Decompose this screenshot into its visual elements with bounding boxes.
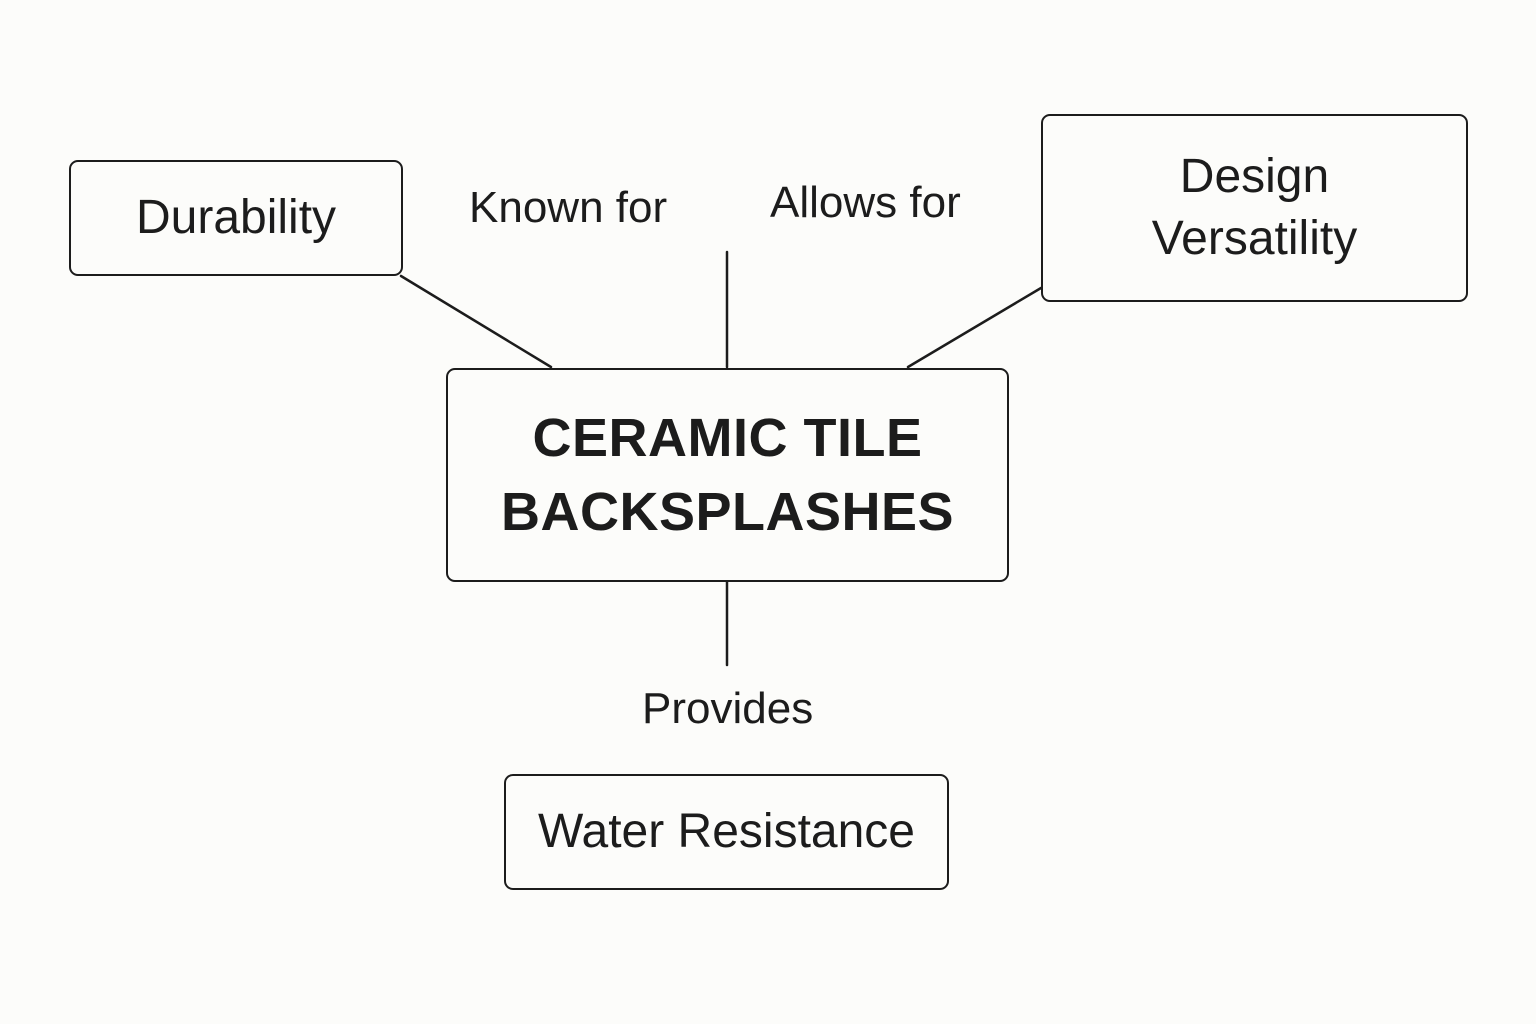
node-design-versatility-line-1: Design (1179, 150, 1330, 203)
edge-label-allows-for: Allows for (770, 178, 961, 227)
node-durability: Durability (69, 160, 403, 276)
edge-label-known-for: Known for (469, 183, 668, 232)
central-topic-line-2: BACKSPLASHES (500, 482, 955, 542)
node-design-versatility-label: Design Versatility (1152, 146, 1357, 270)
connector-design-versatility (906, 286, 1043, 369)
node-durability-label: Durability (135, 191, 337, 244)
node-design-versatility-line-2: Versatility (1151, 212, 1358, 265)
node-water-resistance-label: Water Resistance (537, 805, 915, 858)
node-central-topic: CERAMIC TILE BACKSPLASHES (446, 368, 1009, 582)
node-design-versatility: Design Versatility (1041, 114, 1468, 302)
central-topic-label: CERAMIC TILE BACKSPLASHES (501, 401, 954, 549)
connector-durability (399, 274, 553, 369)
node-water-resistance: Water Resistance (504, 774, 949, 890)
central-topic-line-1: CERAMIC TILE (532, 408, 923, 468)
edge-label-provides: Provides (642, 684, 814, 733)
